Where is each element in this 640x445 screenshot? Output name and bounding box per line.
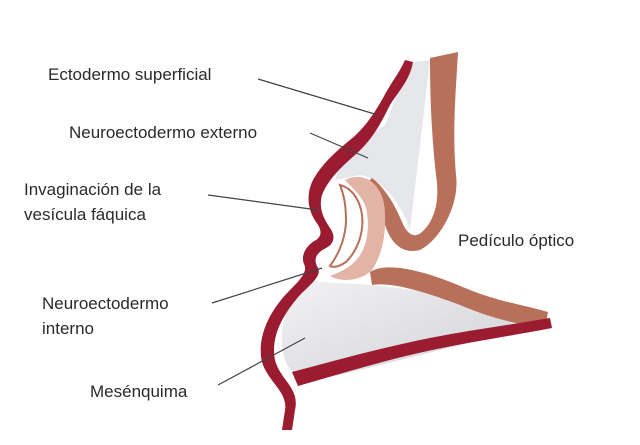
leader-invaginacion: [207, 194, 319, 211]
leader-ectodermo-superficial: [257, 78, 379, 116]
optic-stalk: [370, 267, 548, 328]
label-neuroectodermo-interno-line2: interno: [42, 319, 94, 338]
label-neuroectodermo-externo: Neuroectodermo externo: [69, 123, 257, 142]
neuroectoderm-outer-layer: [365, 52, 458, 251]
leader-neuroectodermo-externo: [309, 132, 369, 159]
leader-lines: [207, 78, 379, 386]
label-pediculo-optico: Pedículo óptico: [458, 231, 574, 250]
ectoderm-lower-band: [292, 318, 552, 386]
label-neuroectodermo-interno-line1: Neuroectodermo: [42, 294, 169, 313]
lens-vesicle: [328, 183, 364, 268]
label-invaginacion-line2: vesícula fáquica: [24, 205, 146, 224]
label-ectodermo-superficial: Ectodermo superficial: [48, 65, 211, 84]
neuroectoderm-inner-layer: [330, 176, 386, 280]
label-mesenquima: Mesénquima: [90, 382, 188, 401]
label-invaginacion-line1: Invaginación de la: [24, 180, 162, 199]
leader-mesenquima: [217, 337, 306, 386]
mesenchyme-upper-region: [335, 60, 430, 230]
leader-neuroectodermo-interno: [211, 267, 323, 304]
